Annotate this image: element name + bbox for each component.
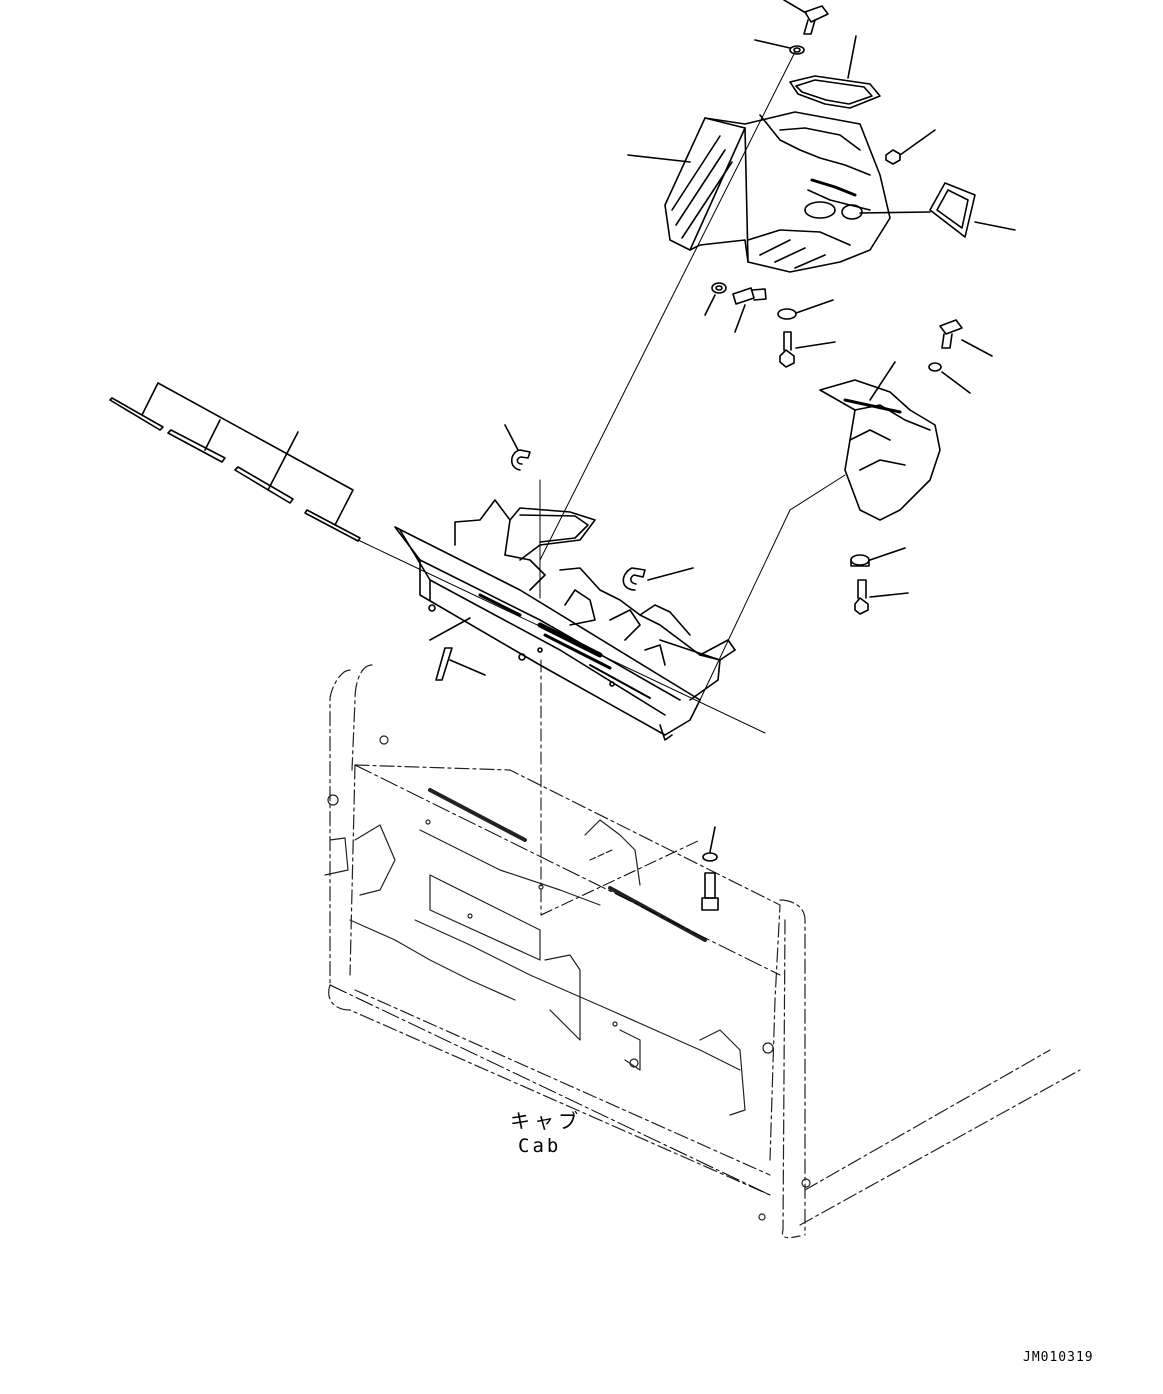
cab-leader-lines bbox=[541, 660, 700, 915]
right-cover bbox=[820, 362, 940, 520]
drawing-code: JM010319 bbox=[1023, 1350, 1094, 1365]
cab-panel bbox=[325, 736, 810, 1220]
mid-bolt-2 bbox=[780, 332, 835, 367]
clip-lower bbox=[623, 568, 693, 590]
right-gasket bbox=[860, 183, 1015, 237]
mid-washer bbox=[705, 283, 726, 315]
right-cover-bolt-2 bbox=[855, 580, 908, 614]
cab-outline bbox=[329, 665, 1080, 1238]
cab-guides bbox=[330, 765, 780, 1195]
top-bolt bbox=[784, 0, 828, 34]
right-cover-washer bbox=[929, 363, 970, 393]
right-cover-bolt bbox=[940, 320, 992, 356]
upper-cover bbox=[628, 112, 890, 272]
strip-set bbox=[110, 383, 360, 541]
top-washer bbox=[755, 40, 804, 54]
cab-bolt bbox=[702, 827, 718, 910]
mid-nut bbox=[778, 300, 833, 319]
cab-label-english: Cab bbox=[518, 1135, 562, 1157]
leader-lines bbox=[358, 52, 845, 733]
cab-label-japanese: キャブ bbox=[510, 1109, 582, 1133]
right-cover-nut bbox=[851, 548, 905, 566]
pin bbox=[430, 618, 485, 680]
top-gasket bbox=[790, 36, 880, 108]
mid-bolt bbox=[733, 288, 766, 332]
main-bracket bbox=[395, 500, 735, 740]
small-nut-right bbox=[886, 130, 935, 164]
clip-upper bbox=[505, 425, 530, 470]
